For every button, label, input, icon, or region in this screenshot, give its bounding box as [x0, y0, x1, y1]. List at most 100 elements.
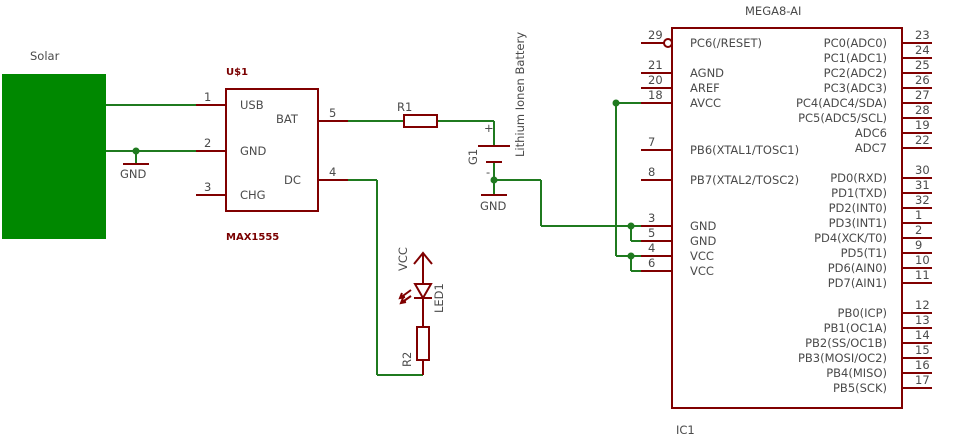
- pin-name: AVCC: [690, 96, 721, 110]
- pin-name: PD7(AIN1): [828, 276, 887, 290]
- junction-dot: [627, 222, 635, 230]
- led-branch: VCC LED1 R2: [396, 247, 446, 375]
- pin-name: ADC6: [855, 126, 887, 140]
- pin-number: 31: [915, 178, 930, 192]
- pin-name: VCC: [690, 249, 714, 263]
- charger-ref: U$1: [226, 67, 248, 78]
- pin-number: 1: [204, 90, 211, 104]
- pin-number: 14: [915, 328, 930, 342]
- resistor-r1-body: [403, 114, 438, 128]
- junction-dot: [490, 176, 498, 184]
- pin-name: VCC: [690, 264, 714, 278]
- gnd-label: GND: [120, 167, 147, 181]
- pin-name: PC4(ADC4/SDA): [796, 96, 887, 110]
- pin-number: 8: [648, 165, 655, 179]
- pin-number: 22: [915, 133, 930, 147]
- pin-name: PD3(INT1): [829, 216, 887, 230]
- pin-name: PB2(SS/OC1B): [805, 336, 887, 350]
- pin-number: 12: [915, 298, 930, 312]
- pin-name: AREF: [690, 81, 720, 95]
- resistor-r2-label: R2: [400, 352, 414, 367]
- pin-number: 26: [915, 73, 930, 87]
- pin-name: PD6(AIN0): [828, 261, 887, 275]
- pin-name: GND: [690, 219, 717, 233]
- pin-name: PC3(ADC3): [824, 81, 887, 95]
- mcu-body: [671, 27, 903, 409]
- junction-dot: [132, 147, 140, 155]
- reset-bubble: [663, 38, 673, 48]
- pin-number: 15: [915, 343, 930, 357]
- pin-name: BAT: [276, 112, 299, 126]
- pin-name: PC2(ADC2): [824, 66, 887, 80]
- pin-number: 5: [329, 106, 336, 120]
- battery-plus: +: [484, 121, 494, 135]
- pin-name: ADC7: [855, 141, 887, 155]
- ground-symbol-2: GND: [480, 194, 507, 213]
- pin-name: PB0(ICP): [838, 306, 887, 320]
- pin-number: 23: [915, 28, 930, 42]
- vcc-label: VCC: [396, 247, 410, 271]
- pin-name: PB4(MISO): [826, 366, 887, 380]
- led-triangle: [413, 283, 433, 301]
- pin-number: 25: [915, 58, 930, 72]
- pin-number: 7: [648, 135, 655, 149]
- resistor-r2-body: [416, 326, 430, 361]
- pin-number: 1: [915, 208, 922, 222]
- pin-number: 3: [648, 211, 655, 225]
- pin-number: 19: [915, 118, 930, 132]
- pin-number: 4: [648, 241, 655, 255]
- mcu: MEGA8-AI IC1 29PC6(/RESET)21AGND20AREF18…: [641, 4, 932, 437]
- solar-label: Solar: [30, 49, 60, 63]
- pin-number: 24: [915, 43, 930, 57]
- battery-g1: + - G1 Lithium Ionen Battery: [466, 32, 527, 179]
- pin-name: PB7(XTAL2/TOSC2): [690, 173, 799, 187]
- pin-number: 28: [915, 103, 930, 117]
- pin-name: PD4(XCK/T0): [814, 231, 887, 245]
- pin-name: PB1(OC1A): [824, 321, 887, 335]
- pin-name: PC6(/RESET): [690, 36, 762, 50]
- pin-number: 5: [648, 226, 655, 240]
- pin-name: PB6(XTAL1/TOSC1): [690, 143, 799, 157]
- pin-number: 27: [915, 88, 930, 102]
- pin-number: 6: [648, 256, 655, 270]
- battery-minus: -: [486, 165, 490, 179]
- pin-name: PB3(MOSI/OC2): [798, 351, 887, 365]
- junction-dot: [612, 99, 620, 107]
- battery-label: Lithium Ionen Battery: [513, 32, 527, 157]
- mcu-part: MEGA8-AI: [745, 4, 801, 18]
- mcu-ref: IC1: [676, 423, 695, 437]
- pin-number: 21: [648, 58, 663, 72]
- pin-name: GND: [240, 144, 267, 158]
- charger-part: MAX1555: [226, 232, 279, 243]
- pin-number: 2: [915, 223, 922, 237]
- pin-name: PC5(ADC5/SCL): [798, 111, 887, 125]
- pin-number: 17: [915, 373, 930, 387]
- vcc-arrow: [413, 251, 433, 265]
- pin-name: PC1(ADC1): [824, 51, 887, 65]
- pin-number: 29: [648, 28, 663, 42]
- resistor-r1: R1: [397, 100, 438, 128]
- pin-number: 18: [648, 88, 663, 102]
- pin-number: 2: [204, 136, 211, 150]
- pin-name: CHG: [240, 188, 266, 202]
- junction-dot: [627, 252, 635, 260]
- battery-ref: G1: [466, 149, 480, 165]
- pin-name: PD2(INT0): [829, 201, 887, 215]
- led-ref: LED1: [432, 283, 446, 313]
- pin-number: 13: [915, 313, 930, 327]
- pin-number: 16: [915, 358, 930, 372]
- pin-name: PC0(ADC0): [824, 36, 887, 50]
- pin-number: 20: [648, 73, 663, 87]
- pin-number: 4: [329, 165, 336, 179]
- pin-number: 10: [915, 253, 930, 267]
- pin-number: 30: [915, 163, 930, 177]
- pin-number: 11: [915, 268, 930, 282]
- ground-symbol-1: GND: [120, 163, 149, 181]
- pin-number: 32: [915, 193, 930, 207]
- pin-name: PB5(SCK): [833, 381, 887, 395]
- pin-name: AGND: [690, 66, 724, 80]
- resistor-r1-label: R1: [397, 100, 412, 114]
- gnd-label: GND: [480, 199, 507, 213]
- pin-number: 3: [204, 180, 211, 194]
